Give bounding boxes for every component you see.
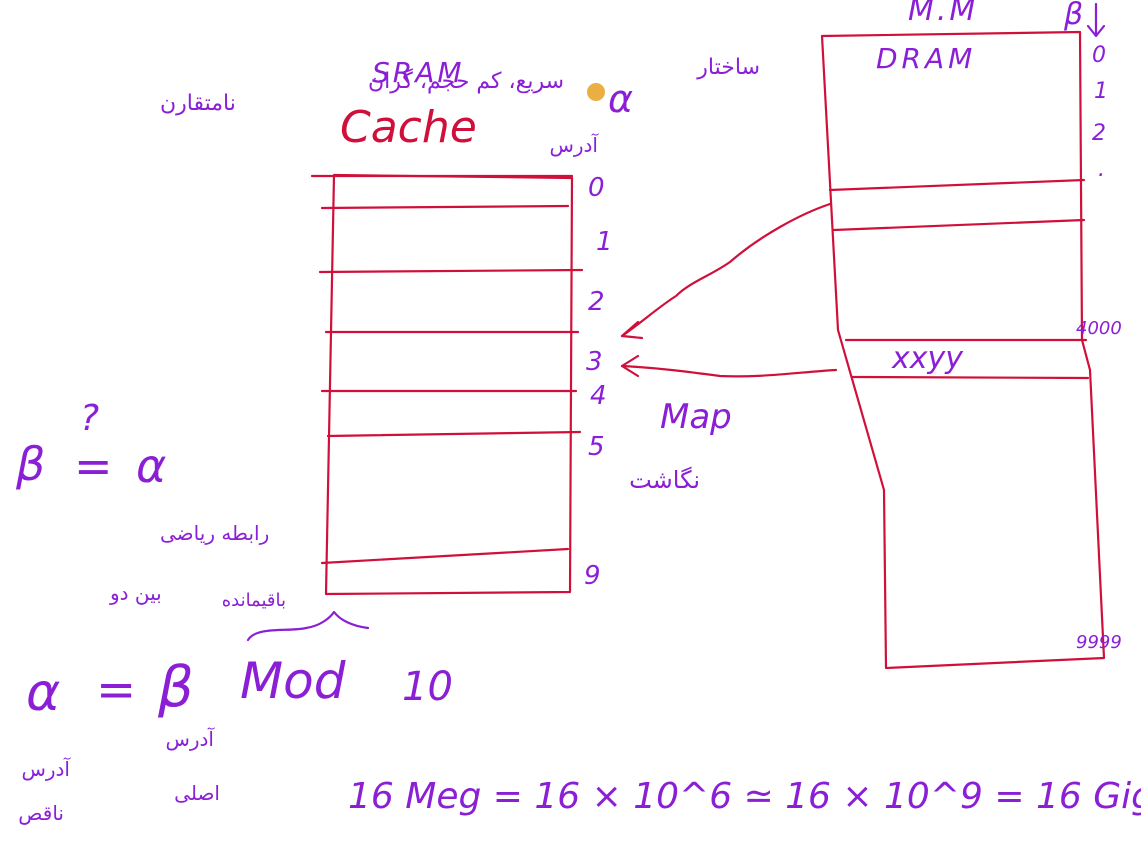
mod-equals: = — [96, 662, 136, 718]
beta-below-note-1: آدرس — [165, 726, 215, 751]
scribble-mark — [587, 83, 605, 101]
alpha-symbol: α — [136, 439, 166, 493]
cache-index-0: 0 — [588, 173, 605, 203]
beta-symbol: β — [15, 437, 45, 491]
cache-index-4: 4 — [590, 381, 607, 411]
mapping-arrow-upper — [620, 202, 832, 338]
cache-row-labels: 0 1 2 3 4 5 9 — [584, 173, 613, 591]
cache-border — [324, 173, 574, 596]
cache-row-line — [320, 547, 570, 565]
mod-word: Mod — [240, 652, 346, 710]
dram-persian-note: ساختار — [696, 55, 760, 80]
dram-addr-dot: . — [1098, 157, 1105, 182]
mapping-arrowhead-lower-icon — [620, 354, 640, 378]
cache-block — [310, 173, 584, 596]
dram-title: DRAM — [876, 42, 976, 75]
alpha-header-label: α — [608, 77, 633, 121]
sram-label: SRAM — [372, 56, 465, 89]
dram-addr-2: 2 — [1092, 121, 1106, 146]
map-label: Map — [660, 397, 732, 437]
cache-title: Cache — [340, 102, 477, 153]
alpha-below-note-1: آدرس — [21, 756, 71, 781]
dram-addr-4000: 4000 — [1076, 318, 1122, 339]
dram-addr-1: 1 — [1094, 79, 1108, 104]
dram-entry-xxyy: xxyy — [891, 341, 964, 376]
cache-index-9: 9 — [584, 561, 601, 591]
dram-row-line — [832, 218, 1086, 232]
dram-addr-0: 0 — [1092, 43, 1106, 68]
cache-row-line — [320, 204, 570, 210]
dram-border — [820, 30, 1106, 670]
size-equation: 16 Meg = 16 × 10^6 ≃ 16 × 10^9 = 16 Gig — [348, 776, 1141, 817]
cache-index-1: 1 — [596, 227, 613, 257]
question-mark: ? — [80, 398, 99, 439]
mod-alpha: α — [26, 663, 60, 723]
mod-brace — [246, 610, 370, 642]
mapping-arrowhead-upper-icon — [620, 320, 644, 340]
mapping-arrow-lower — [620, 364, 838, 378]
cache-row-line — [326, 430, 582, 438]
mm-label: M.M — [908, 0, 978, 28]
beta-persian-note-2: بین دو — [109, 581, 162, 605]
dram-addr-9999: 9999 — [1076, 632, 1122, 653]
dram-address-labels: 0 1 2 . 4000 9999 — [1076, 43, 1122, 653]
beta-persian-note-1: رابطه ریاضی — [160, 521, 269, 545]
persian-left-note: نامتقارن — [160, 91, 236, 116]
mod-beta: β — [157, 655, 194, 720]
cache-index-5: 5 — [588, 432, 605, 462]
beta-below-note-2: اصلی — [174, 781, 220, 805]
beta-header-label: β — [1063, 0, 1083, 32]
dram-row-line — [850, 375, 1090, 380]
beta-alpha-relation: β ? = α — [15, 398, 166, 493]
mapping-arrows — [620, 202, 838, 378]
mod-ten: 10 — [402, 664, 453, 710]
cache-index-2: 2 — [588, 287, 605, 317]
dram-block — [820, 30, 1106, 670]
persian-top-note: سریع، کم حجم، گران — [368, 68, 564, 94]
alpha-persian-note: آدرس — [549, 132, 599, 157]
beta-down-arrow-icon — [1086, 2, 1106, 38]
alpha-header: α آدرس — [549, 77, 633, 157]
cache-index-3: 3 — [586, 347, 603, 377]
alpha-below-note-2: ناقص — [18, 801, 64, 825]
mod-formula: α = β Mod 10 — [26, 652, 453, 723]
dram-row-line — [828, 178, 1086, 192]
cache-row-line — [318, 268, 584, 274]
equals-sign: = — [74, 439, 113, 493]
mod-persian-note: باقیمانده — [222, 590, 286, 611]
map-persian-note: نگاشت — [629, 466, 700, 494]
